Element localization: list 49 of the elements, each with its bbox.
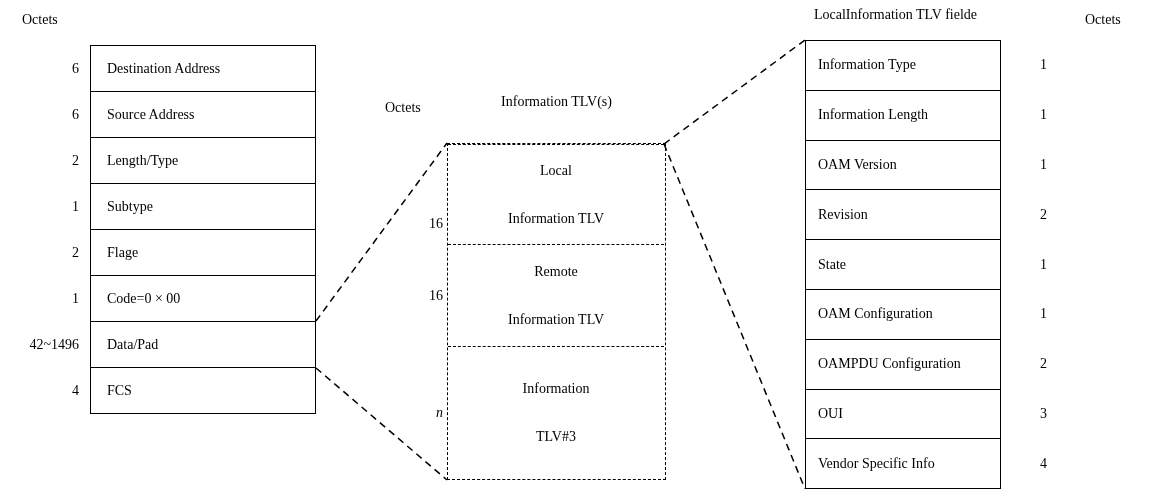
dashed-connector [315,367,448,481]
octet-count: 1 [1040,306,1047,323]
dashed-connector [315,142,448,322]
field-label: Flage [107,244,139,261]
tlv-label: Remote Information TLV [506,262,605,329]
table-heading: LocalInformation TLV fielde [814,7,978,23]
dashed-connector [663,39,806,145]
octet-count: 1 [1040,157,1047,173]
field-label: Destination Address [107,60,221,77]
field-label: Information Length [818,107,929,124]
field-label: OAM Configuration [818,306,933,323]
field-label: Revision [818,206,868,223]
octet-count: 6 [72,106,79,123]
octet-count: 2 [1040,356,1047,373]
octet-count: n [436,404,443,421]
tlv-label: Local Information TLV [506,161,605,228]
field-label: OAMPDU Configuration [818,356,961,373]
octet-count: 1 [1040,107,1047,124]
octet-count: 1 [1040,57,1047,74]
octet-count: 6 [72,60,79,77]
field-label: Data/Pad [107,336,159,353]
octet-count: 3 [1040,406,1047,422]
octet-count: 4 [1040,455,1047,472]
octet-count: 1 [72,290,79,307]
octet-count: 16 [429,216,443,233]
field-label: FCS [107,382,132,399]
octet-count: 2 [1040,206,1047,223]
dashed-connector [663,143,806,490]
table-heading: Information TLV(s) [501,94,612,110]
field-label: Source Address [107,106,195,123]
column-header: Octets [1085,12,1121,28]
octet-count: 42~1496 [29,336,79,353]
column-header: Octets [22,12,58,28]
field-label: OUI [818,406,843,422]
field-label: State [818,256,846,273]
field-label: Vendor Specific Info [818,455,935,472]
field-label: Code=0 × 00 [107,290,181,307]
octet-count: 2 [72,244,79,261]
octet-count: 4 [72,382,79,399]
octet-count: 2 [72,152,79,169]
tlv-label: Information TLV#3 [521,379,591,446]
octet-count: 1 [1040,256,1047,273]
octet-count: 1 [72,198,79,215]
field-label: OAM Version [818,157,897,173]
field-label: Subtype [107,198,153,215]
column-header: Octets [385,100,421,116]
field-label: Information Type [818,57,916,74]
octet-count: 16 [429,287,443,304]
field-label: Length/Type [107,152,179,169]
